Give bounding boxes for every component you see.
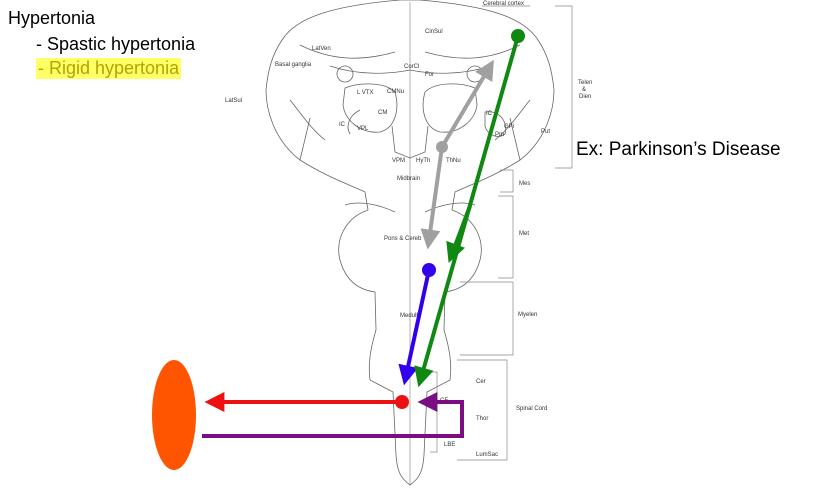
label-cm-nu: CMNu [387,89,404,95]
label-hy-th: HyTh [416,158,430,164]
label-cor-cl: CorCl [404,64,419,70]
label-lum-sac: LumSac [476,452,498,458]
label-telen: Telen [578,80,592,86]
red-motor-neuron-body [395,395,409,409]
label-pm: Pm [495,132,504,138]
label-mes: Mes [519,181,530,187]
label-l-vtx: L VTX [357,90,373,96]
label-lat-sul: LatSul [225,98,242,104]
green-neuron-body [511,29,525,43]
label-ic-right: IC [486,111,493,117]
gray-neuron-body [436,141,448,153]
label-cin-sul: CinSul [425,29,443,35]
label-midbrain: Midbrain [397,176,420,182]
label-basal-ganglia: Basal ganglia [275,62,312,68]
label-amp: & [582,87,586,93]
label-th-nu: ThNu [446,158,461,164]
label-for: For [425,72,434,78]
label-dien: Dien [579,94,591,100]
label-met: Met [519,231,529,237]
label-lat-ven: LatVen [312,46,331,52]
label-put: Put [541,129,550,135]
label-cm: CM [378,110,387,116]
region-brackets [430,6,572,460]
label-cerebral-cortex: Cerebral cortex [483,1,524,7]
purple-afferent-pathway [202,402,462,436]
green-pathway-branch-arrow [452,206,470,254]
anatomy-labels: Cerebral cortex CinSul LatVen CorCl Basa… [225,1,592,458]
label-myelen: Myelen [518,312,537,318]
label-spinal-cord: Spinal Cord [516,406,547,412]
label-vpm: VPM [392,158,405,164]
gray-descending-pathway [429,147,442,240]
label-cer: Cer [476,379,486,385]
blue-neuron-body [422,263,436,277]
label-ic-left: IC [339,122,346,128]
label-gpi: GPi [504,124,514,130]
label-vpl: VPL [357,126,369,132]
gray-ascending-pathway [442,68,489,147]
label-lbe: LBE [444,442,455,448]
brain-outline [266,0,554,485]
muscle-effector [152,360,196,470]
label-pons-cereb: Pons & Cereb [384,236,422,242]
label-thor: Thor [476,416,488,422]
